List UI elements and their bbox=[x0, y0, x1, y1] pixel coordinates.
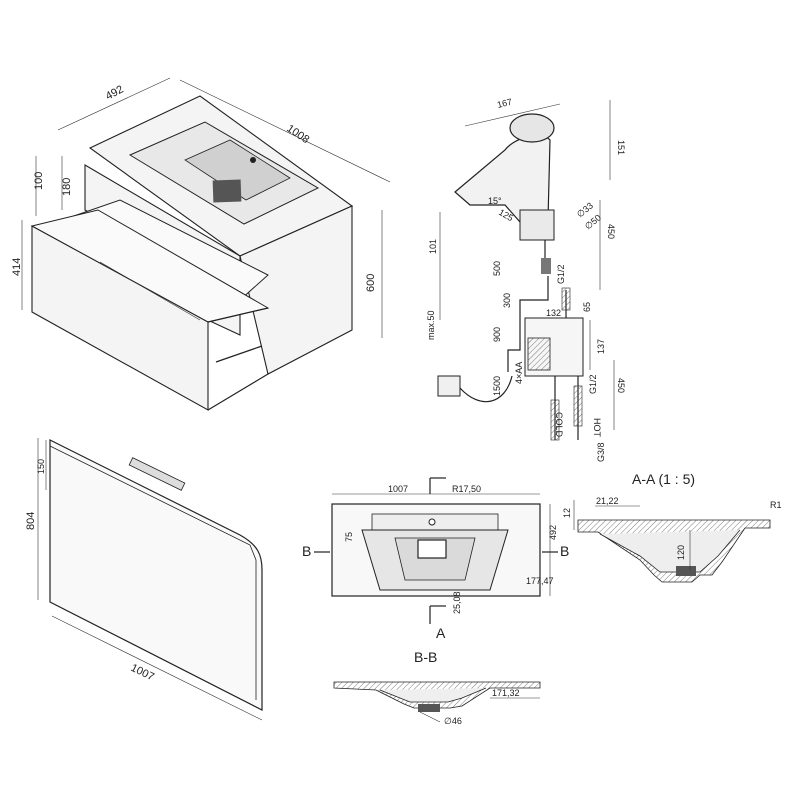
basin-top-view: 1007 R17,50 492 75 177,47 25,08 A B B bbox=[302, 477, 569, 641]
cabinet-width-label: 1008 bbox=[284, 123, 311, 147]
battery-label: 4×AA bbox=[514, 362, 524, 384]
g12-b-label: G1/2 bbox=[588, 374, 598, 394]
section-b-left-label: B bbox=[302, 543, 311, 559]
section-aa-title: A-A (1 : 5) bbox=[632, 471, 695, 487]
hose-500-label: 500 bbox=[492, 261, 502, 276]
hose-300-label: 300 bbox=[502, 293, 512, 308]
faucet-101-label: 101 bbox=[428, 239, 438, 254]
section-a-bottom-label: A bbox=[436, 625, 446, 641]
faucet-top450-label: 450 bbox=[606, 224, 616, 239]
section-bb-46-label: ∅46 bbox=[444, 716, 462, 726]
g12-a-label: G1/2 bbox=[556, 264, 566, 284]
basin-radius-label: R17,50 bbox=[452, 484, 481, 494]
hot-label: HOT bbox=[592, 418, 602, 438]
basin-depth-label: 492 bbox=[548, 525, 558, 540]
basin-177-label: 177,47 bbox=[526, 576, 554, 586]
faucet-drawing: 167 151 15° 125 ∅33 ∅50 450 101 max.50 5… bbox=[426, 97, 626, 462]
faucet-max50-label: max.50 bbox=[426, 310, 436, 340]
hose-1500-label: 1500 bbox=[492, 376, 502, 396]
mirror-height-label: 804 bbox=[25, 512, 37, 530]
faucet-length-label: 167 bbox=[496, 97, 513, 110]
section-b-right-label: B bbox=[560, 543, 569, 559]
low-450-label: 450 bbox=[616, 378, 626, 393]
basin-width-label: 1007 bbox=[388, 484, 408, 494]
section-aa-2122-label: 21,22 bbox=[596, 496, 619, 506]
basin-75-label: 75 bbox=[344, 532, 354, 542]
cabinet-depth-label: 492 bbox=[104, 83, 126, 102]
drawer-bottom-label: 414 bbox=[11, 258, 23, 276]
section-aa-120-label: 120 bbox=[676, 545, 686, 560]
section-bb-drawing: B-B 171,32 ∅46 bbox=[333, 649, 541, 726]
faucet-height-label: 151 bbox=[616, 140, 626, 155]
g38-label: G3/8 bbox=[596, 442, 606, 462]
basin-25-label: 25,08 bbox=[452, 591, 462, 614]
section-bb-17132-label: 171,32 bbox=[492, 688, 520, 698]
drawer-gap-label: 100 bbox=[33, 172, 45, 190]
mirror-top-150-label: 150 bbox=[36, 459, 46, 474]
cold-label: COLD bbox=[554, 412, 564, 438]
section-aa-12-label: 12 bbox=[562, 508, 572, 518]
section-aa-drawing: A-A (1 : 5) 21,22 12 R1 120 bbox=[562, 471, 782, 583]
section-bb-title: B-B bbox=[414, 649, 437, 665]
box-137-label: 137 bbox=[596, 339, 606, 354]
faucet-angle-label: 15° bbox=[488, 196, 502, 206]
box-65-label: 65 bbox=[582, 302, 592, 312]
hose-900-label: 900 bbox=[492, 327, 502, 342]
drawer-top-label: 180 bbox=[61, 178, 73, 196]
vanity-cabinet-drawing: 492 1008 600 180 100 414 bbox=[11, 77, 391, 411]
mirror-drawing: 804 1007 150 bbox=[25, 438, 263, 721]
box-132-label: 132 bbox=[546, 308, 561, 318]
section-aa-r1-label: R1 bbox=[770, 500, 782, 510]
cabinet-height-label: 600 bbox=[365, 274, 377, 292]
